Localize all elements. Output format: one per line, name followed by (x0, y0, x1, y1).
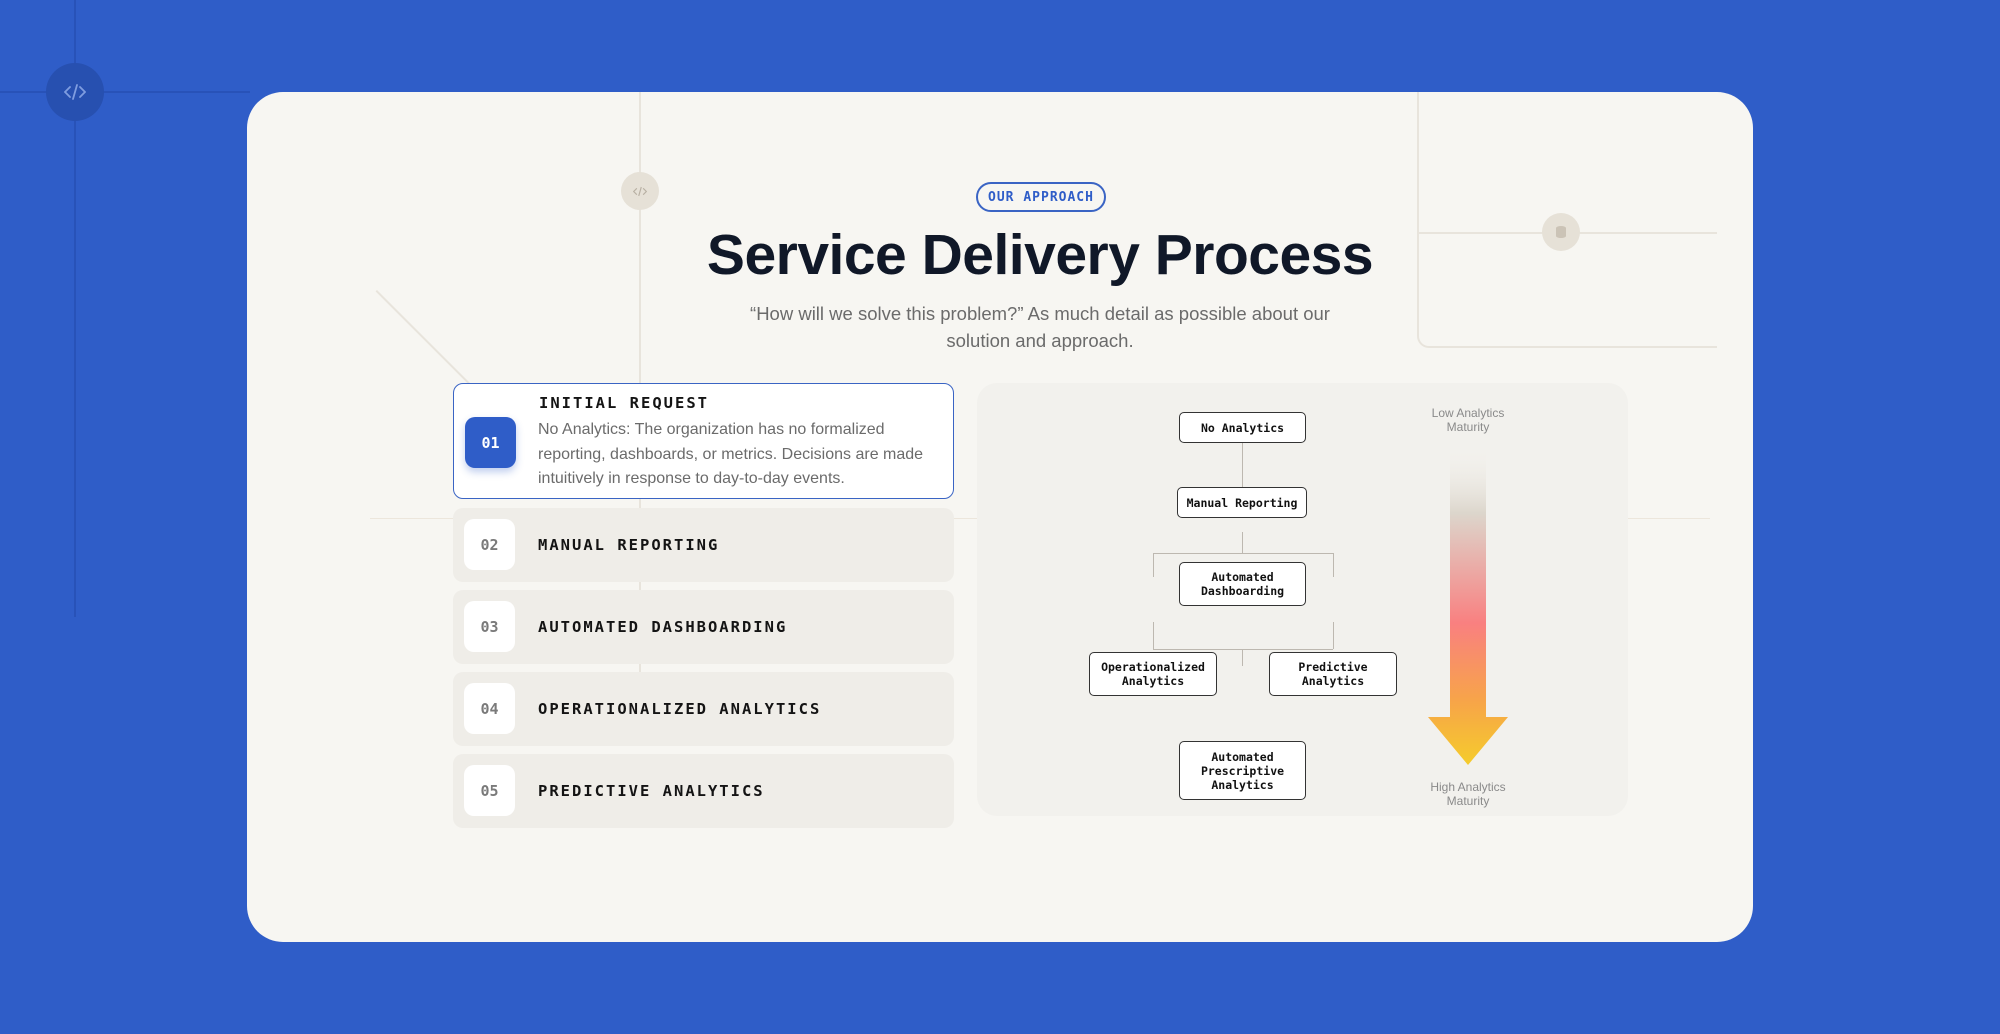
step-label: INITIAL REQUEST (539, 394, 709, 412)
code-icon (46, 63, 104, 121)
code-icon (621, 172, 659, 210)
step-initial-request[interactable]: 01 INITIAL REQUEST No Analytics: The org… (453, 383, 954, 499)
bg-line-horizontal (0, 91, 250, 93)
connector (1242, 649, 1243, 666)
step-automated-dashboarding[interactable]: 03 AUTOMATED DASHBOARDING (453, 590, 954, 664)
page-title: Service Delivery Process (706, 223, 1374, 287)
step-label: PREDICTIVE ANALYTICS (538, 782, 765, 800)
step-predictive-analytics[interactable]: 05 PREDICTIVE ANALYTICS (453, 754, 954, 828)
node-operationalized-analytics: Operationalized Analytics (1089, 652, 1217, 696)
step-label: MANUAL REPORTING (538, 536, 720, 554)
step-number: 01 (465, 417, 516, 468)
high-maturity-label: High Analytics Maturity (1430, 780, 1506, 808)
node-automated-prescriptive-analytics: Automated Prescriptive Analytics (1179, 741, 1306, 800)
step-label: AUTOMATED DASHBOARDING (538, 618, 788, 636)
connector (1153, 622, 1154, 649)
step-description: No Analytics: The organization has no fo… (538, 421, 924, 487)
connector (1153, 649, 1333, 650)
step-number: 03 (464, 601, 515, 652)
connector (1153, 553, 1333, 554)
node-manual-reporting: Manual Reporting (1177, 487, 1307, 518)
node-automated-dashboarding: Automated Dashboarding (1179, 562, 1306, 606)
step-number: 02 (464, 519, 515, 570)
node-predictive-analytics: Predictive Analytics (1269, 652, 1397, 696)
section-badge: OUR APPROACH (976, 182, 1106, 212)
bg-line-vertical (74, 0, 76, 617)
connector (1242, 532, 1243, 553)
maturity-arrow (1428, 450, 1508, 765)
connector (1242, 416, 1243, 487)
database-icon (1542, 213, 1580, 251)
step-number: 05 (464, 765, 515, 816)
step-operationalized-analytics[interactable]: 04 OPERATIONALIZED ANALYTICS (453, 672, 954, 746)
connector (1153, 553, 1154, 577)
node-no-analytics: No Analytics (1179, 412, 1306, 443)
connector (1333, 622, 1334, 649)
step-number: 04 (464, 683, 515, 734)
step-label: OPERATIONALIZED ANALYTICS (538, 700, 822, 718)
page-subtitle: “How will we solve this problem?” As muc… (750, 303, 1330, 351)
connector (1333, 553, 1334, 577)
low-maturity-label: Low Analytics Maturity (1431, 406, 1505, 434)
deco-line (639, 92, 641, 672)
deco-frame (1417, 92, 1717, 348)
step-manual-reporting[interactable]: 02 MANUAL REPORTING (453, 508, 954, 582)
